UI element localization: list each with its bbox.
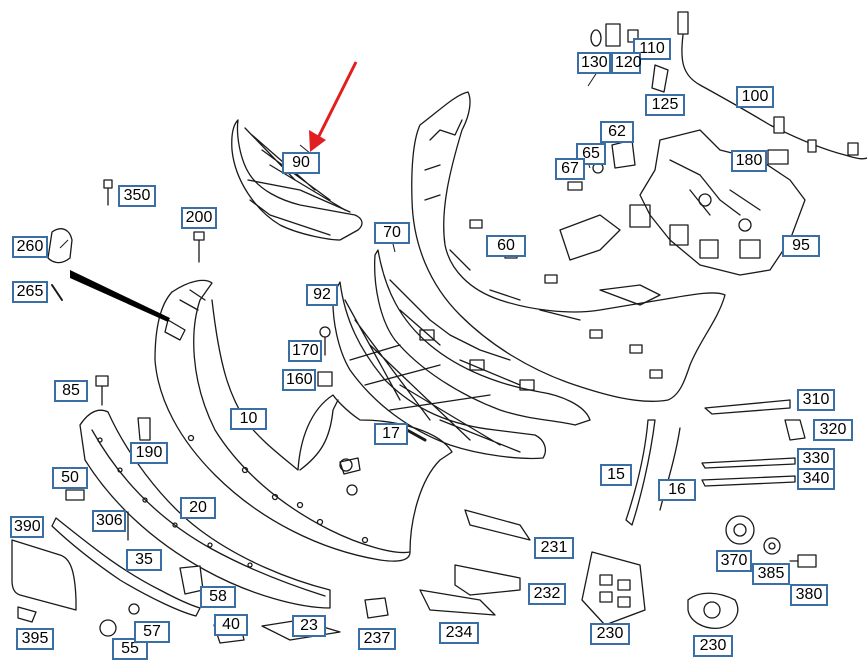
callout-306: 306 [92,510,126,532]
fastener-parts [17,179,806,644]
callout-15: 15 [600,464,632,486]
callout-260: 260 [12,236,48,258]
lower-grille-part [332,281,546,460]
callout-200: 200 [181,207,217,229]
callout-92: 92 [306,284,338,306]
lower-spoiler-part [79,409,331,609]
callout-160: 160 [282,369,316,391]
bumper-cover-part [154,279,453,562]
upper-grille-part [231,119,363,241]
callout-50: 50 [52,467,88,489]
fog-lamp-parts [725,515,817,568]
callout-395: 395 [16,628,54,650]
callout-330: 330 [797,448,835,470]
callout-62: 62 [600,121,634,143]
reference-line [70,270,170,322]
callout-85: 85 [54,380,88,402]
sensor-part [767,149,789,165]
sensor-holder-parts [567,23,669,191]
callout-390: 390 [10,516,44,538]
callout-23: 23 [292,615,326,637]
license-plate-bracket-part [11,539,77,611]
callout-110: 110 [633,38,671,60]
callout-60: 60 [486,235,526,257]
grille-frame-part [374,249,591,426]
callout-58: 58 [200,586,236,608]
light-strip-parts [701,399,796,487]
wire-connectors [677,11,859,156]
callout-190: 190 [130,442,168,464]
callout-350: 350 [118,185,156,207]
callout-35: 35 [126,549,162,571]
callout-234: 234 [439,622,479,644]
callout-370: 370 [716,550,752,572]
callout-340: 340 [797,468,835,490]
callout-70: 70 [374,222,410,244]
trim-parts [419,509,531,616]
callout-385: 385 [752,563,790,585]
callout-90: 90 [282,152,320,174]
callout-10: 10 [230,408,267,430]
callout-310: 310 [797,389,835,411]
trim-strip-part [51,517,201,617]
callout-125: 125 [645,94,685,116]
callout-180: 180 [731,150,767,172]
callout-232: 232 [528,583,566,605]
bumper-carrier-part [411,91,726,402]
callout-40: 40 [214,614,248,636]
callout-20: 20 [180,497,216,519]
callout-230-right: 230 [693,635,733,657]
callout-320: 320 [813,419,853,441]
callout-17: 17 [374,423,408,445]
wiring-harness-part [681,34,867,160]
callout-16: 16 [658,479,696,501]
callout-120: 120 [611,52,642,74]
callout-231: 231 [534,537,574,559]
callout-265: 265 [12,281,48,303]
callout-67: 67 [555,158,585,180]
callout-55: 55 [112,638,148,660]
callout-100: 100 [736,86,774,108]
callout-130: 130 [577,52,611,74]
red-arrow [309,61,358,152]
callout-95: 95 [782,235,820,257]
callout-57: 57 [134,621,170,643]
callout-170: 170 [288,340,322,362]
callout-380: 380 [790,584,828,606]
callout-237: 237 [358,628,396,650]
side-trim-parts [625,419,681,526]
fog-lamp-bezel-parts [581,551,739,629]
callout-230-left: 230 [590,623,630,645]
